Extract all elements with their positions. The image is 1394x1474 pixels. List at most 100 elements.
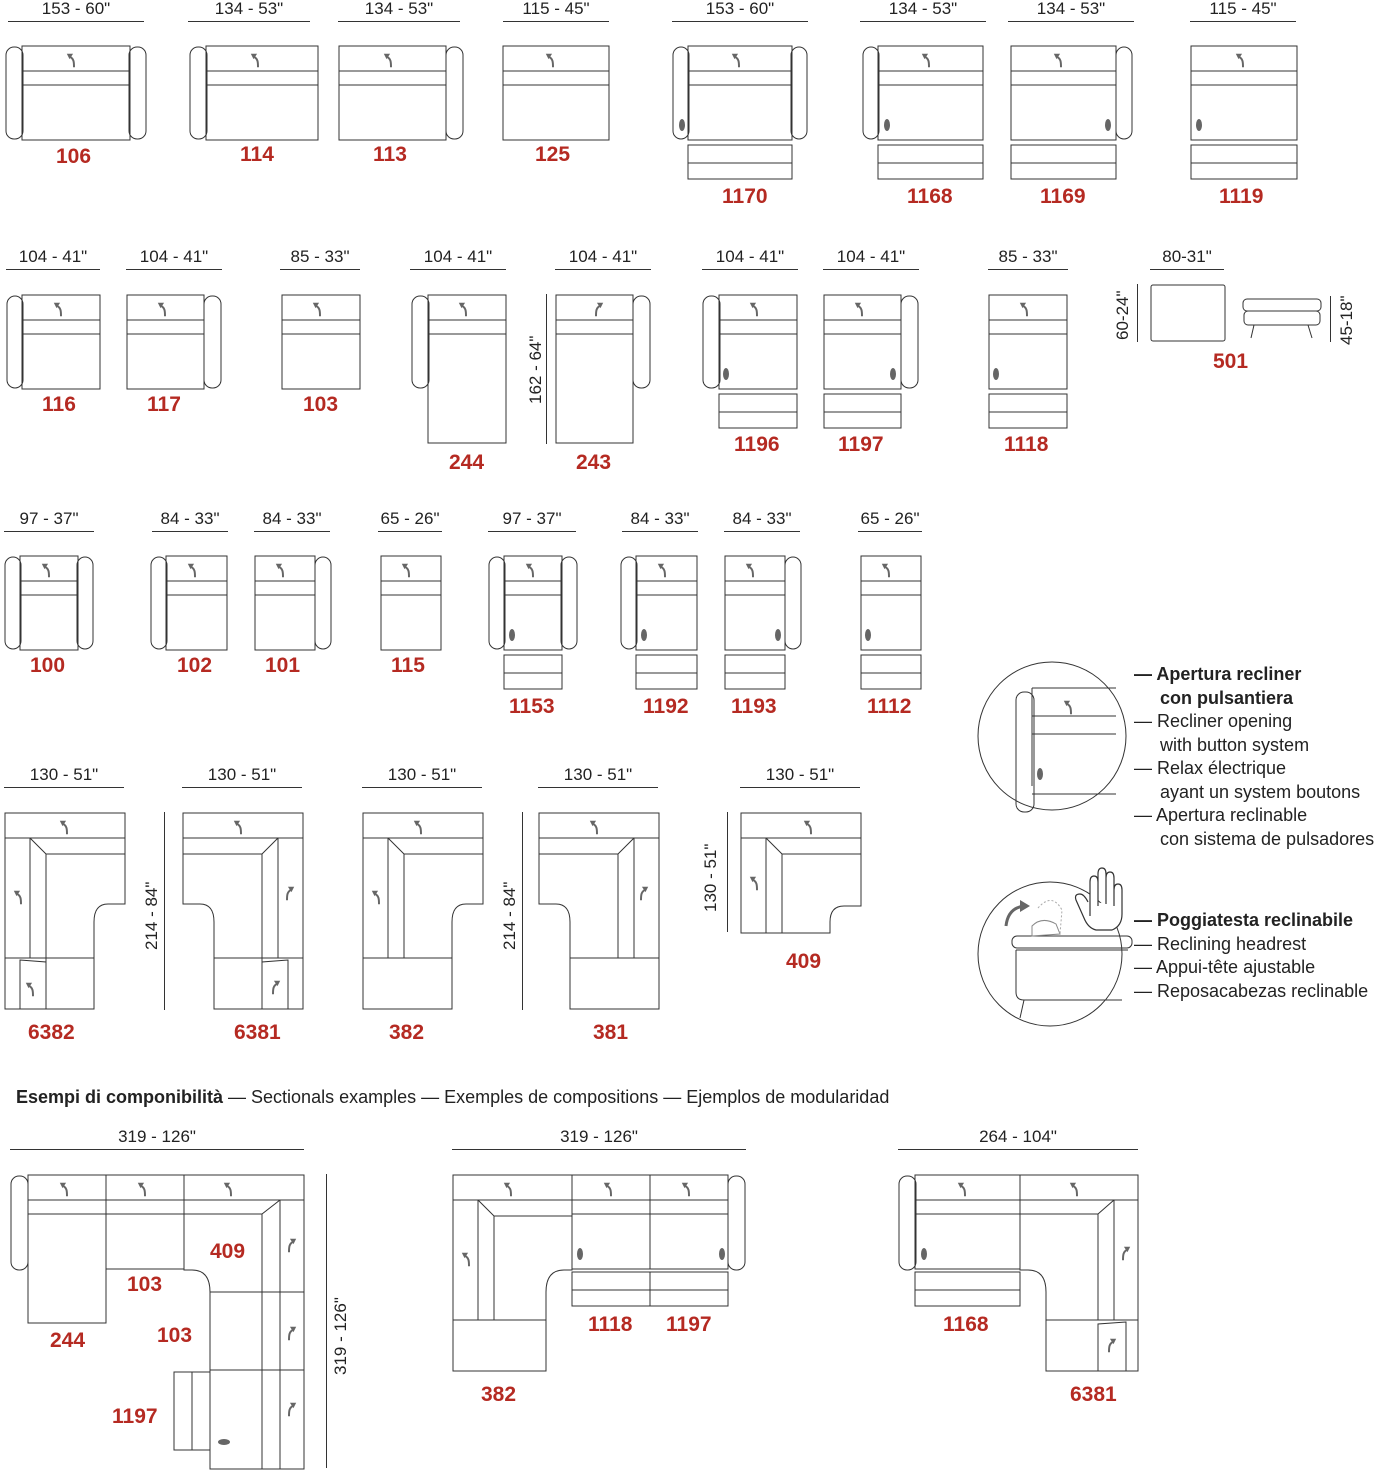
tilt-arrow-icon	[602, 1181, 612, 1198]
module-code: 6381	[234, 1021, 281, 1044]
tilt-arrow-icon	[288, 1325, 298, 1342]
tilt-arrow-icon	[288, 1401, 298, 1418]
legend-recliner-title: — Apertura recliner	[1134, 664, 1302, 684]
dimension-label: 130 - 51"	[362, 766, 482, 788]
module-code: 1112	[867, 695, 912, 718]
headrest-detail-circle	[972, 870, 1128, 1026]
corner-module-409	[740, 812, 862, 934]
module-code: 125	[535, 143, 571, 166]
dimension-label: 319 - 126"	[452, 1128, 746, 1150]
module-code: 6382	[28, 1021, 75, 1044]
tilt-arrow-icon	[58, 1181, 68, 1198]
tilt-arrow-icon	[588, 819, 598, 836]
dimension-label: 85 - 33"	[988, 248, 1068, 270]
dimension-label: 104 - 41"	[555, 248, 651, 270]
tilt-arrow-icon	[274, 562, 284, 579]
dimension-label-vertical: 214 - 84"	[500, 881, 519, 950]
module-code: 117	[147, 393, 181, 416]
tilt-arrow-icon	[524, 562, 534, 579]
legend-line: with button system	[1160, 734, 1310, 755]
tilt-arrow-icon	[222, 1181, 232, 1198]
module-code: 100	[30, 654, 66, 677]
sofa-module-1196	[702, 294, 798, 430]
tilt-arrow-icon	[1052, 52, 1062, 69]
recliner-detail-circle	[976, 660, 1128, 812]
dimension-label: 97 - 37"	[488, 510, 576, 532]
module-code: 103	[157, 1324, 193, 1347]
sofa-module-113	[338, 45, 464, 141]
tilt-arrow-icon	[802, 819, 812, 836]
tilt-arrow-icon	[136, 1181, 146, 1198]
dimension-label: 84 - 33"	[152, 510, 228, 532]
module-code: 1168	[907, 185, 953, 208]
dimension-label: 130 - 51"	[740, 766, 860, 788]
module-code: 102	[177, 654, 213, 677]
tilt-arrow-icon	[656, 562, 666, 579]
dimension-line	[1137, 284, 1138, 342]
corner-module-382	[362, 812, 484, 1010]
module-code: 382	[389, 1021, 425, 1044]
dimension-label: 134 - 53"	[860, 0, 986, 22]
tilt-arrow-icon	[853, 301, 863, 318]
module-code: 243	[576, 451, 612, 474]
module-code: 113	[373, 143, 407, 166]
module-code: 103	[127, 1273, 163, 1296]
tilt-arrow-icon	[52, 301, 62, 318]
sofa-module-117	[126, 294, 222, 390]
dimension-label: 115 - 45"	[1190, 0, 1296, 22]
tilt-arrow-icon	[232, 819, 242, 836]
module-code: 1153	[509, 695, 555, 718]
tilt-arrow-icon	[286, 885, 296, 902]
module-code: 1118	[588, 1313, 633, 1336]
tilt-arrow-icon	[311, 301, 321, 318]
dimension-label: 104 - 41"	[126, 248, 222, 270]
legend-line: — Reposacabezas reclinable	[1134, 980, 1369, 1001]
dimension-label: 97 - 37"	[4, 510, 94, 532]
dimension-label: 134 - 53"	[1008, 0, 1134, 22]
sectional-example-1	[10, 1174, 306, 1470]
dimension-label: 104 - 41"	[6, 248, 100, 270]
module-code: 409	[210, 1240, 246, 1263]
pouf-501-top-view	[1150, 284, 1226, 342]
sofa-module-1197	[823, 294, 919, 430]
tilt-arrow-icon	[288, 1237, 298, 1254]
module-code: 1197	[666, 1313, 712, 1336]
dimension-label: 264 - 104"	[898, 1128, 1138, 1150]
dimension-label: 65 - 26"	[378, 510, 442, 532]
dimension-label: 85 - 33"	[280, 248, 360, 270]
legend-recliner: — Apertura recliner con pulsantiera — Re…	[1134, 663, 1374, 851]
dimension-label: 153 - 60"	[672, 0, 808, 22]
dimension-line	[326, 1174, 327, 1468]
legend-line: — Relax électrique	[1134, 758, 1287, 778]
tilt-arrow-icon	[370, 889, 380, 906]
sectional-example-2	[452, 1174, 748, 1374]
sofa-module-116	[6, 294, 101, 390]
dimension-label: 153 - 60"	[8, 0, 144, 22]
tilt-arrow-icon	[24, 981, 34, 998]
tilt-arrow-icon	[1062, 699, 1072, 716]
tilt-arrow-icon	[249, 52, 259, 69]
dimension-label-vertical: 319 - 126"	[331, 1297, 350, 1375]
module-code: 101	[265, 654, 301, 677]
tilt-arrow-icon	[730, 52, 740, 69]
sofa-module-1153	[488, 555, 578, 690]
module-code: 1169	[1040, 185, 1086, 208]
sofa-module-1118	[988, 294, 1068, 430]
sofa-module-114	[189, 45, 319, 141]
sofa-module-1112	[860, 555, 922, 690]
dimension-label-vertical: 162 - 64"	[526, 335, 545, 404]
recliner-button-icon	[1037, 768, 1043, 780]
sofa-module-243	[555, 294, 651, 444]
sofa-module-101	[254, 555, 332, 651]
tilt-arrow-icon	[748, 875, 758, 892]
dimension-label: 80-31"	[1150, 248, 1224, 270]
dimension-line	[1330, 296, 1331, 342]
sectional-example-3	[898, 1174, 1140, 1374]
dimension-label-vertical: 45-18"	[1337, 295, 1356, 345]
tilt-arrow-icon	[12, 889, 22, 906]
tilt-arrow-icon	[1068, 1181, 1078, 1198]
dimension-label: 104 - 41"	[823, 248, 919, 270]
dimension-label: 104 - 41"	[410, 248, 506, 270]
dimension-label: 84 - 33"	[724, 510, 800, 532]
dimension-line	[727, 812, 728, 932]
